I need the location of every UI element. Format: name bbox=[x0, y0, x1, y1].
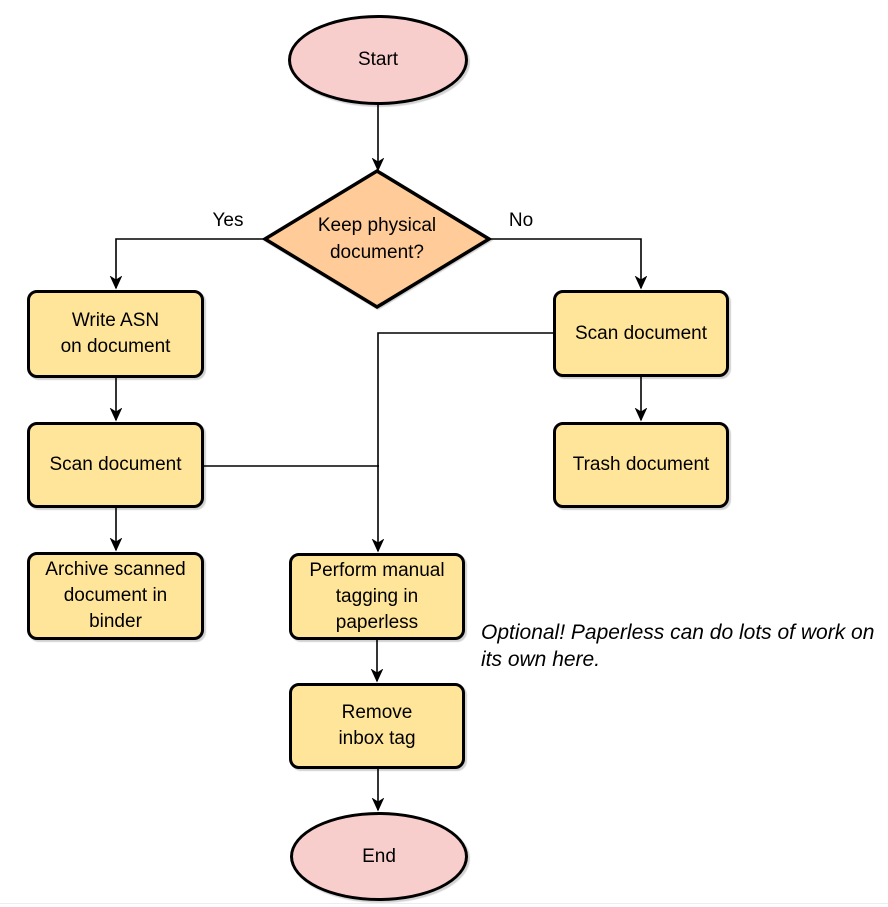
remove-inbox-label: Remove inbox tag bbox=[338, 702, 416, 749]
edge-label-no: No bbox=[506, 210, 536, 232]
process-remove-inbox-tag: Remove inbox tag bbox=[289, 683, 465, 769]
decision-label: Keep physical document? bbox=[317, 215, 437, 263]
write-asn-label: Write ASN on document bbox=[60, 310, 171, 357]
decision-keep-physical-document: Keep physical document? bbox=[265, 171, 489, 307]
edge-decision-no-to-scan-right bbox=[489, 238, 641, 288]
edge-scan-right-to-tagging bbox=[378, 332, 553, 551]
yes-label-text: Yes bbox=[212, 210, 244, 231]
process-archive-scanned-document: Archive scanned document in binder bbox=[27, 552, 204, 640]
end-terminal: End bbox=[290, 812, 468, 901]
process-trash-document: Trash document bbox=[553, 422, 729, 508]
start-label: Start bbox=[357, 49, 399, 70]
annotation-optional-note: Optional! Paperless can do lots of work … bbox=[481, 592, 881, 673]
process-write-asn: Write ASN on document bbox=[27, 290, 204, 378]
trash-label: Trash document bbox=[572, 454, 710, 475]
process-manual-tagging: Perform manual tagging in paperless bbox=[289, 553, 465, 640]
edge-label-yes: Yes bbox=[210, 210, 246, 232]
scan-left-label: Scan document bbox=[49, 454, 182, 475]
decision-diamond-shape bbox=[261, 168, 493, 310]
process-scan-document-right: Scan document bbox=[553, 290, 729, 377]
edge-decision-yes-to-write-asn bbox=[116, 238, 265, 288]
start-terminal: Start bbox=[288, 15, 468, 105]
annotation-text: Optional! Paperless can do lots of work … bbox=[481, 621, 875, 671]
no-label-text: No bbox=[508, 210, 534, 231]
process-scan-document-left: Scan document bbox=[27, 422, 204, 508]
end-label: End bbox=[362, 845, 396, 867]
bottom-divider bbox=[0, 903, 888, 904]
tagging-label: Perform manual tagging in paperless bbox=[309, 559, 445, 633]
scan-right-label: Scan document bbox=[574, 322, 708, 344]
archive-label: Archive scanned document in binder bbox=[45, 559, 186, 632]
